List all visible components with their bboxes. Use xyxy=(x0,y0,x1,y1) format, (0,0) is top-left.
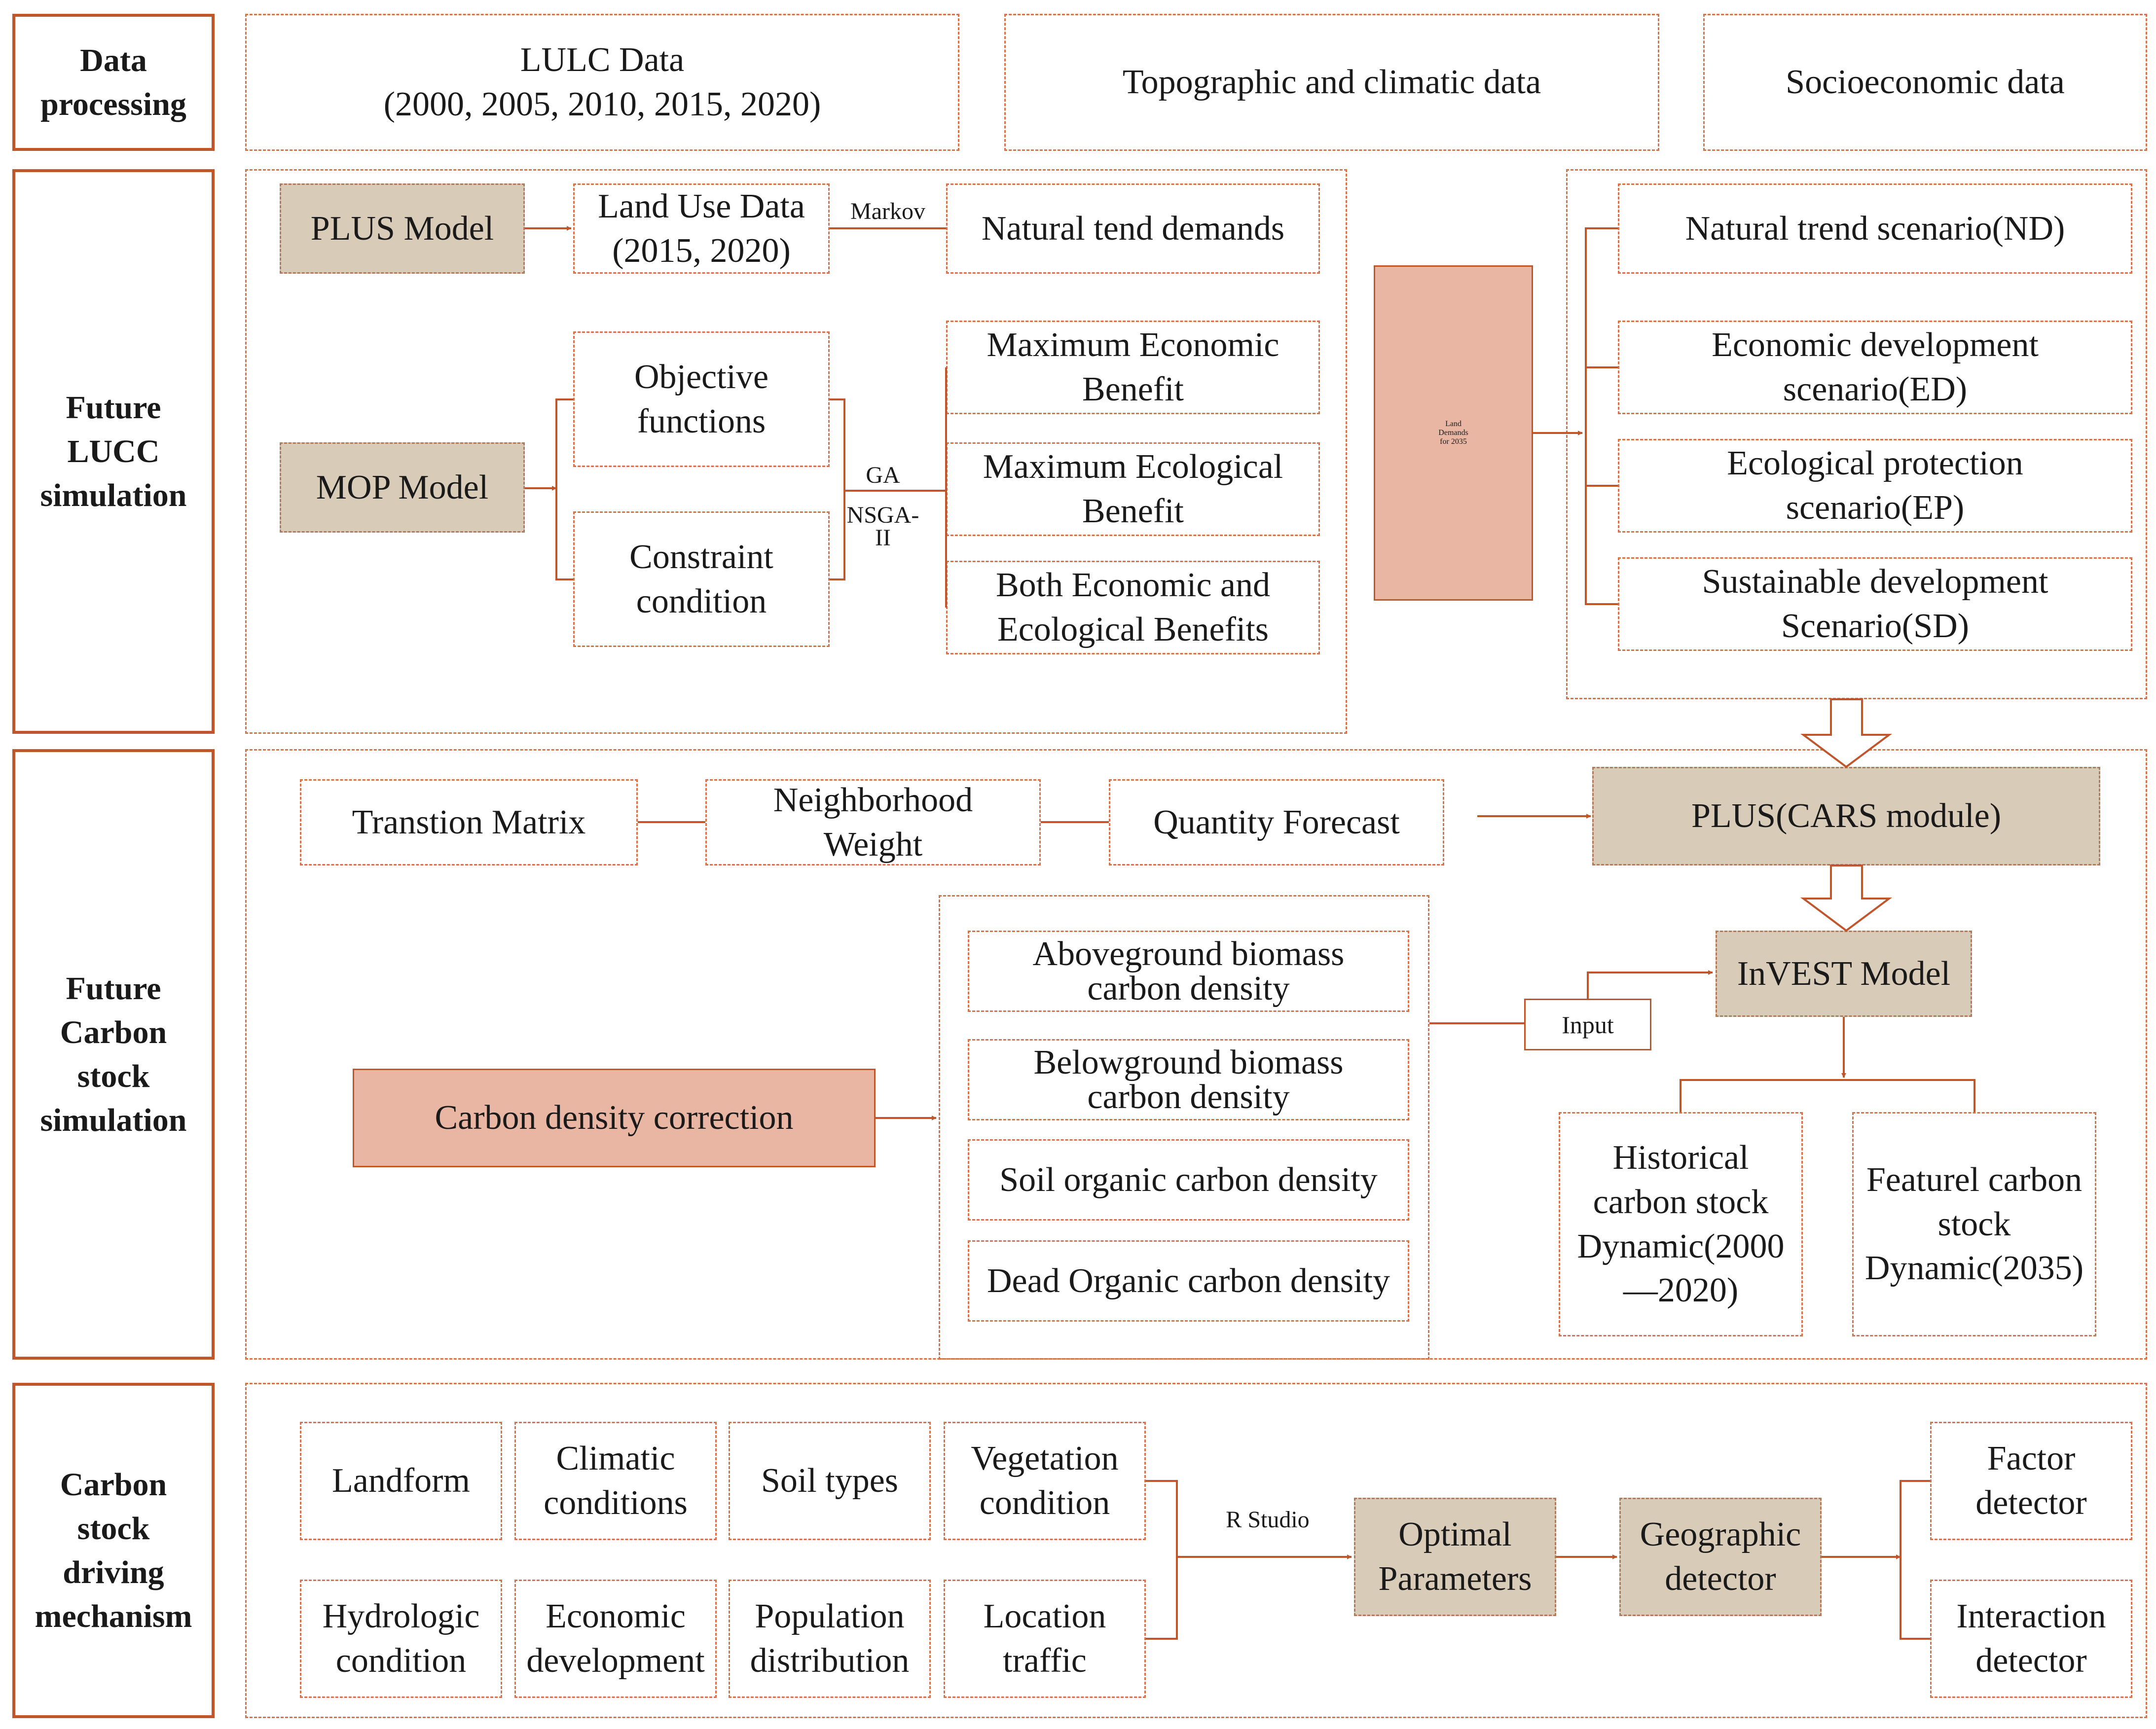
section-data-processing: Data processing xyxy=(12,14,215,151)
driving-mechanism-group xyxy=(245,1383,2147,1718)
carbon-density-group xyxy=(939,895,1429,1360)
markov-label: Markov xyxy=(850,198,925,224)
topographic-climatic-data-box: Topographic and climatic data xyxy=(1004,14,1659,151)
historical-carbon-stock-box: Historical carbon stock Dynamic(2000 —20… xyxy=(1559,1112,1803,1336)
arrow-input-to-invest xyxy=(1587,970,1713,999)
nsga-ii-label: NSGA- II xyxy=(846,502,919,551)
ga-label: GA xyxy=(866,462,900,488)
objective-functions-box: Objective functions xyxy=(573,331,830,467)
land-use-data-box: Land Use Data (2015, 2020) xyxy=(573,183,830,274)
r-studio-label: R Studio xyxy=(1226,1507,1310,1533)
invest-model-box: InVEST Model xyxy=(1716,931,1972,1017)
factor-landform-box: Landform xyxy=(300,1422,502,1540)
land-demands-2035-box: Land Demands for 2035 xyxy=(1374,265,1533,601)
soil-organic-density-box: Soil organic carbon density xyxy=(968,1139,1409,1221)
bracket-objectives xyxy=(830,398,845,580)
scenario-ep-box: Ecological protection scenario(EP) xyxy=(1618,439,2132,533)
neighborhood-weight-box: Neighborhood Weight xyxy=(705,779,1041,865)
bracket-mop xyxy=(555,398,573,580)
socioeconomic-data-box: Socioeconomic data xyxy=(1703,14,2147,151)
bracket-outputs xyxy=(1680,1079,1975,1112)
dead-organic-density-box: Dead Organic carbon density xyxy=(968,1240,1409,1322)
interaction-detector-box: Interaction detector xyxy=(1930,1580,2132,1698)
natural-tend-demands-box: Natural tend demands xyxy=(946,183,1320,274)
factor-vegetation-box: Vegetation condition xyxy=(944,1422,1146,1540)
factor-economic-box: Economic development xyxy=(514,1580,717,1698)
plus-model-box: PLUS Model xyxy=(280,183,525,274)
mop-model-box: MOP Model xyxy=(280,442,525,533)
input-label-box: Input xyxy=(1524,999,1651,1050)
hollow-arrow-scenarios-to-plus xyxy=(1800,698,1893,768)
quantity-forecast-box: Quantity Forecast xyxy=(1109,779,1444,865)
both-benefits-box: Both Economic and Ecological Benefits xyxy=(946,561,1320,654)
factor-population-box: Population distribution xyxy=(729,1580,931,1698)
belowground-density-box: Belowground biomass carbon density xyxy=(968,1039,1409,1120)
max-economic-benefit-box: Maximum Economic Benefit xyxy=(946,321,1320,414)
factor-location-box: Location traffic xyxy=(944,1580,1146,1698)
factor-climatic-box: Climatic conditions xyxy=(514,1422,717,1540)
factor-detector-box: Factor detector xyxy=(1930,1422,2132,1540)
optimal-parameters-box: Optimal Parameters xyxy=(1354,1498,1556,1616)
factor-soil-box: Soil types xyxy=(729,1422,931,1540)
hollow-arrow-plus-to-invest xyxy=(1800,864,1893,932)
section-future-lucc-simulation: Future LUCC simulation xyxy=(12,169,215,734)
lulc-data-box: LULC Data (2000, 2005, 2010, 2015, 2020) xyxy=(245,14,959,151)
scenario-sd-box: Sustainable development Scenario(SD) xyxy=(1618,557,2132,651)
scenario-ed-box: Economic development scenario(ED) xyxy=(1618,321,2132,414)
bracket-detectors xyxy=(1900,1480,1930,1640)
constraint-condition-box: Constraint condition xyxy=(573,511,830,647)
carbon-density-correction-box: Carbon density correction xyxy=(353,1069,876,1167)
transition-matrix-box: Transtion Matrix xyxy=(300,779,638,865)
bracket-scenarios xyxy=(1585,227,1618,605)
future-carbon-stock-box: Featurel carbon stock Dynamic(2035) xyxy=(1852,1112,2096,1336)
factor-hydrologic-box: Hydrologic condition xyxy=(300,1580,502,1698)
bracket-factors xyxy=(1146,1480,1178,1640)
geographic-detector-box: Geographic detector xyxy=(1619,1498,1822,1616)
aboveground-density-box: Aboveground biomass carbon density xyxy=(968,931,1409,1012)
lucc-model-group xyxy=(245,169,1347,734)
section-future-carbon-stock-simulation: Future Carbon stock simulation xyxy=(12,749,215,1360)
section-carbon-stock-driving-mechanism: Carbon stock driving mechanism xyxy=(12,1383,215,1718)
scenario-nd-box: Natural trend scenario(ND) xyxy=(1618,183,2132,274)
